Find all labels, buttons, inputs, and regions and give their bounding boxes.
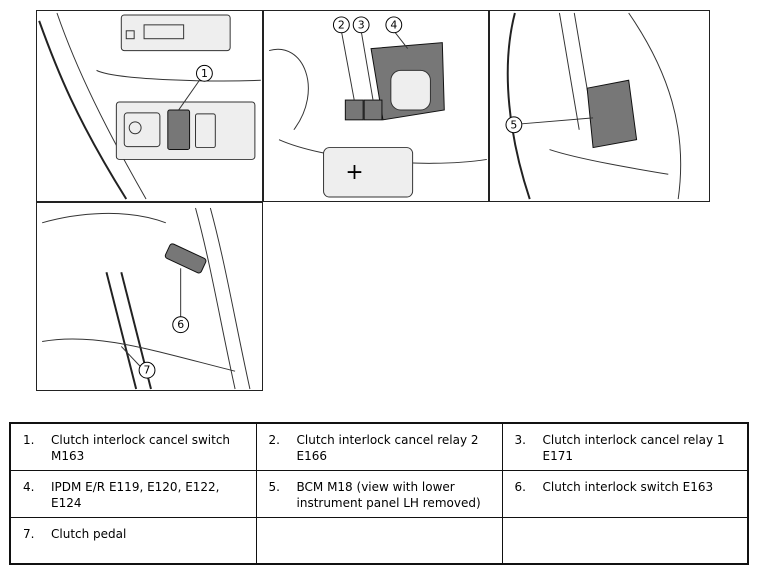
legend-text: Clutch interlock cancel relay 1 E171 <box>542 433 725 463</box>
legend-cell-empty <box>255 517 503 565</box>
clutch-switch-illustration: 6 7 <box>42 207 251 390</box>
leader-line <box>340 30 355 101</box>
dash-panel-line <box>96 69 261 82</box>
callout-1: 1 <box>196 64 213 82</box>
pedal-bracket-line <box>195 207 236 390</box>
legend-cell: 7. Clutch pedal <box>9 517 257 565</box>
mirror-knob-icon <box>128 121 142 135</box>
legend-cell: 1. Clutch interlock cancel switch M163 <box>9 422 257 471</box>
clutch-pedal-arm <box>105 272 138 390</box>
steering-column <box>558 12 580 130</box>
hose-line <box>268 48 309 131</box>
vent-grille <box>143 24 185 40</box>
interlock-switch <box>164 243 207 274</box>
svg-text:4: 4 <box>390 18 397 31</box>
cancel-switch-body <box>167 109 191 151</box>
relay-2 <box>344 99 364 121</box>
callout-7: 7 <box>138 361 156 379</box>
legend-text: Clutch interlock switch E163 <box>542 480 714 494</box>
legend-text: Clutch interlock cancel switch M163 <box>51 433 231 463</box>
floor-line <box>42 212 166 224</box>
svg-text:1: 1 <box>201 67 208 80</box>
legend-table: 1. Clutch interlock cancel switch M163 2.… <box>9 422 749 565</box>
panel-edge-line <box>628 12 682 200</box>
legend-number: 1. <box>23 433 35 447</box>
figure-panel-bcm: 5 <box>489 10 710 202</box>
relay-1 <box>363 99 383 121</box>
legend-text: Clutch interlock cancel relay 2 E166 <box>296 433 479 463</box>
svg-text:6: 6 <box>177 318 184 331</box>
callout-4: 4 <box>385 16 403 34</box>
ipdm-connector <box>390 69 431 111</box>
legend-cell: 6. Clutch interlock switch E163 <box>501 470 749 518</box>
carpet-line <box>42 338 236 372</box>
battery-plus-label: + <box>345 160 363 185</box>
legend-cell: 5. BCM M18 (view with lower instrument pa… <box>255 470 503 518</box>
svg-text:7: 7 <box>144 364 151 377</box>
figure-panel-ipdm: + 2 3 4 <box>263 10 489 202</box>
bcm-module <box>586 79 638 149</box>
callout-6: 6 <box>172 316 190 334</box>
ipdm-illustration: + 2 3 4 <box>268 16 487 198</box>
leader-line <box>521 117 594 125</box>
leader-line <box>360 30 374 101</box>
legend-cell-empty <box>501 517 749 565</box>
svg-text:3: 3 <box>358 18 365 31</box>
legend-number: 5. <box>268 480 280 494</box>
switch-icon <box>125 30 135 40</box>
vent-panel <box>120 14 231 52</box>
adjacent-switch <box>195 113 216 149</box>
legend-cell: 4. IPDM E/R E119, E120, E122, E124 <box>9 470 257 518</box>
svg-text:2: 2 <box>338 18 345 31</box>
callout-2: 2 <box>332 16 350 34</box>
cancel-switch-illustration: 1 <box>38 12 261 200</box>
battery <box>323 147 414 198</box>
legend-cell: 3. Clutch interlock cancel relay 1 E171 <box>501 422 749 471</box>
leader-line <box>178 79 200 111</box>
legend-number: 2. <box>268 433 280 447</box>
bcm-illustration: 5 <box>505 12 682 200</box>
legend-text: BCM M18 (view with lower instrument pane… <box>296 480 481 510</box>
legend-number: 3. <box>514 433 526 447</box>
callout-5: 5 <box>505 116 523 134</box>
leader-line <box>120 346 141 367</box>
legend-number: 6. <box>514 480 526 494</box>
svg-text:5: 5 <box>510 118 517 131</box>
body-edge-line <box>506 12 531 200</box>
dash-edge-line <box>56 12 147 200</box>
mirror-switch <box>123 112 161 148</box>
callout-3: 3 <box>352 16 370 34</box>
legend-number: 4. <box>23 480 35 494</box>
legend-text: Clutch pedal <box>51 527 127 541</box>
bracket-line <box>549 149 669 175</box>
dash-edge-line <box>38 20 128 200</box>
legend-row: 1. Clutch interlock cancel switch M163 2.… <box>9 422 749 471</box>
pedal-bracket-line <box>209 207 251 390</box>
leader-line <box>393 30 409 49</box>
legend-cell: 2. Clutch interlock cancel relay 2 E166 <box>255 422 503 471</box>
figure-panel-clutch-switch: 6 7 <box>36 202 263 391</box>
legend-row: 4. IPDM E/R E119, E120, E122, E124 5. BCM … <box>9 470 749 518</box>
legend-row: 7. Clutch pedal <box>9 517 749 565</box>
legend-text: IPDM E/R E119, E120, E122, E124 <box>51 480 220 510</box>
legend-number: 7. <box>23 527 35 541</box>
figure-panel-cancel-switch: 1 <box>36 10 263 202</box>
